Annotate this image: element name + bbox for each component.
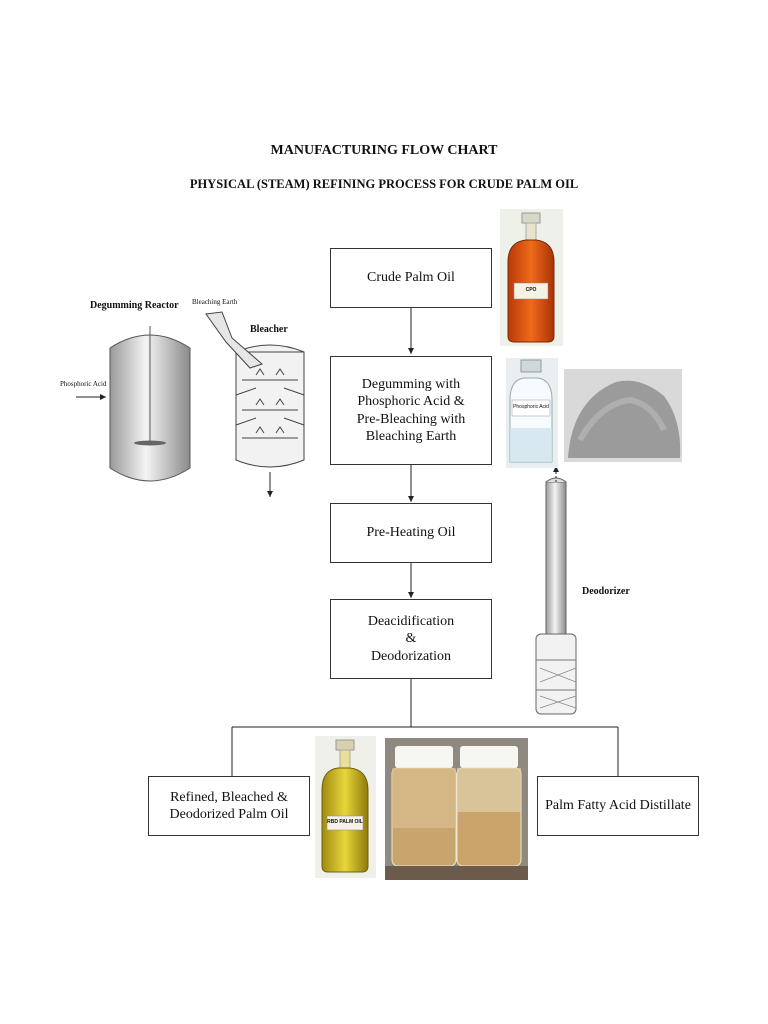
cpo-bottle-photo <box>500 209 563 346</box>
output-line: Deodorized Palm Oil <box>169 807 289 822</box>
degumming-reactor-label: Degumming Reactor <box>90 300 179 311</box>
step-line: Pre-Bleaching with <box>356 411 466 427</box>
step-line: Bleaching Earth <box>365 429 457 444</box>
output-line: Palm Fatty Acid Distillate <box>545 798 691 814</box>
deodorizer-label: Deodorizer <box>582 586 630 597</box>
step-line: Phosphoric Acid & <box>357 394 465 409</box>
acid-bottle-photo <box>506 358 558 468</box>
step-line: Deacidification <box>367 613 455 629</box>
bleaching-earth-label: Bleaching Earth <box>192 298 238 306</box>
step-line: Pre-Heating Oil <box>366 525 456 541</box>
degumming-reactor-illustration <box>76 326 191 482</box>
bleacher-label: Bleacher <box>250 324 288 335</box>
phosphoric-acid-label: Phosphoric Acid <box>60 380 107 388</box>
rbd-bottle-photo <box>315 736 376 878</box>
pfad-jars-photo <box>385 738 528 880</box>
output-rbd-palm-oil: Refined, Bleached & Deodorized Palm Oil <box>148 776 310 836</box>
step-degumming: Degumming with Phosphoric Acid & Pre-Ble… <box>330 356 492 465</box>
bleaching-earth-photo <box>564 369 682 462</box>
step-line: Deodorization <box>370 648 452 664</box>
output-pfad: Palm Fatty Acid Distillate <box>537 776 699 836</box>
step-line: & <box>405 631 417 647</box>
rbd-bottle-label: RBD PALM OIL <box>327 819 363 825</box>
output-line: Refined, Bleached & <box>170 789 288 805</box>
cpo-bottle-label: CPO <box>525 287 537 293</box>
page-title: MANUFACTURING FLOW CHART <box>270 143 498 158</box>
step-line: Crude Palm Oil <box>367 270 455 286</box>
deodorizer-illustration <box>535 466 577 715</box>
page-subtitle: PHYSICAL (STEAM) REFINING PROCESS FOR CR… <box>189 177 579 191</box>
step-deacidification: Deacidification & Deodorization <box>330 599 492 679</box>
step-crude-palm-oil: Crude Palm Oil <box>330 248 492 308</box>
acid-bottle-label: Phosphoric Acid <box>513 404 549 410</box>
step-line: Degumming with <box>361 376 461 392</box>
bleacher-illustration <box>205 311 305 497</box>
step-pre-heating: Pre-Heating Oil <box>330 503 492 563</box>
